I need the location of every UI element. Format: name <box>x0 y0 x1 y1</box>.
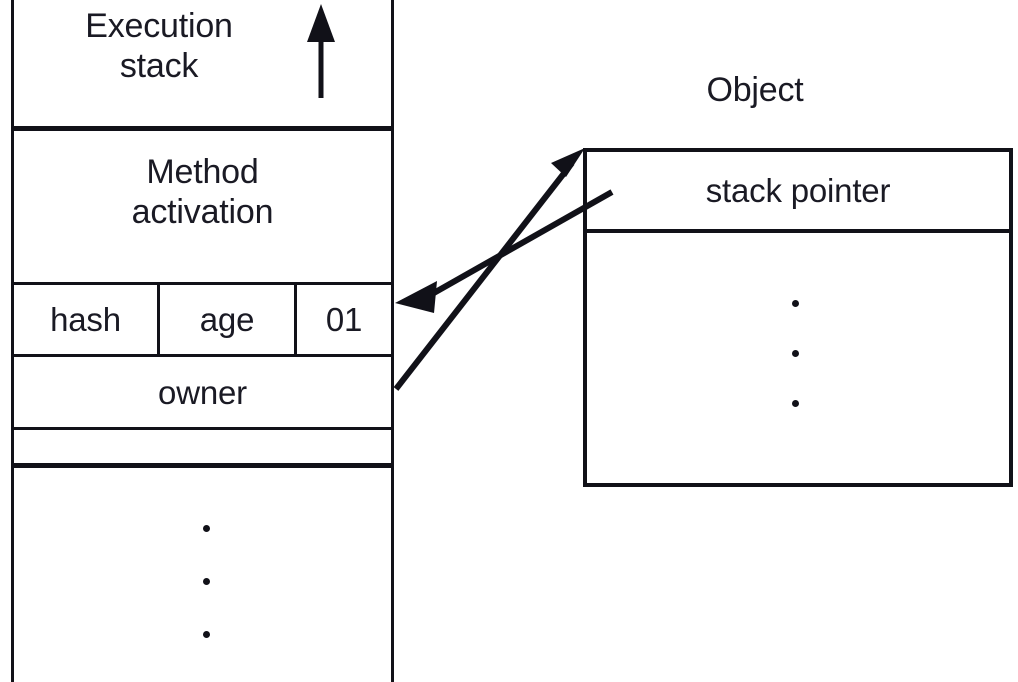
object-border-top <box>583 148 1013 152</box>
stack-separator-bottom <box>11 463 394 468</box>
slot-age: age <box>199 301 255 338</box>
stack-slot-row: hash age 01 <box>11 285 394 354</box>
stack-separator-top <box>11 126 394 131</box>
stack-pointer-field-label: stack pointer <box>705 172 891 209</box>
slot-divider-2 <box>294 285 297 354</box>
stack-ellipsis-dot-1 <box>203 525 210 532</box>
method-activation-label: Method activation <box>131 153 274 232</box>
object-title: Object <box>706 71 804 109</box>
object-row-divider <box>583 229 1013 233</box>
stack-right-border <box>391 0 394 682</box>
execution-stack: Execution stack Method activation hash a… <box>0 0 400 682</box>
object-box: stack pointer <box>583 148 1013 487</box>
object-border-bottom <box>583 483 1013 487</box>
stack-left-border <box>11 0 14 682</box>
object-border-right <box>1009 148 1013 487</box>
slot-01: 01 <box>325 301 363 338</box>
owner-row-divider-top <box>11 354 394 357</box>
empty-row-divider-top <box>11 427 394 430</box>
slot-divider-1 <box>157 285 160 354</box>
object-ellipsis-dot-2 <box>792 350 799 357</box>
empty-stack-slot <box>14 430 391 463</box>
stack-ellipsis-dot-3 <box>203 631 210 638</box>
stack-pointer-to-stack-arrow <box>395 189 614 313</box>
slot-hash: hash <box>50 301 121 338</box>
up-arrow-icon <box>307 4 335 98</box>
owner-slot-label: owner <box>158 374 247 411</box>
execution-stack-title: Execution stack <box>85 7 233 86</box>
object-border-left <box>583 148 587 487</box>
object-ellipsis-dot-1 <box>792 300 799 307</box>
slot-row-divider-top <box>11 282 394 285</box>
stack-ellipsis-dot-2 <box>203 578 210 585</box>
owner-to-object-arrow <box>393 148 585 391</box>
object-ellipsis-dot-3 <box>792 400 799 407</box>
